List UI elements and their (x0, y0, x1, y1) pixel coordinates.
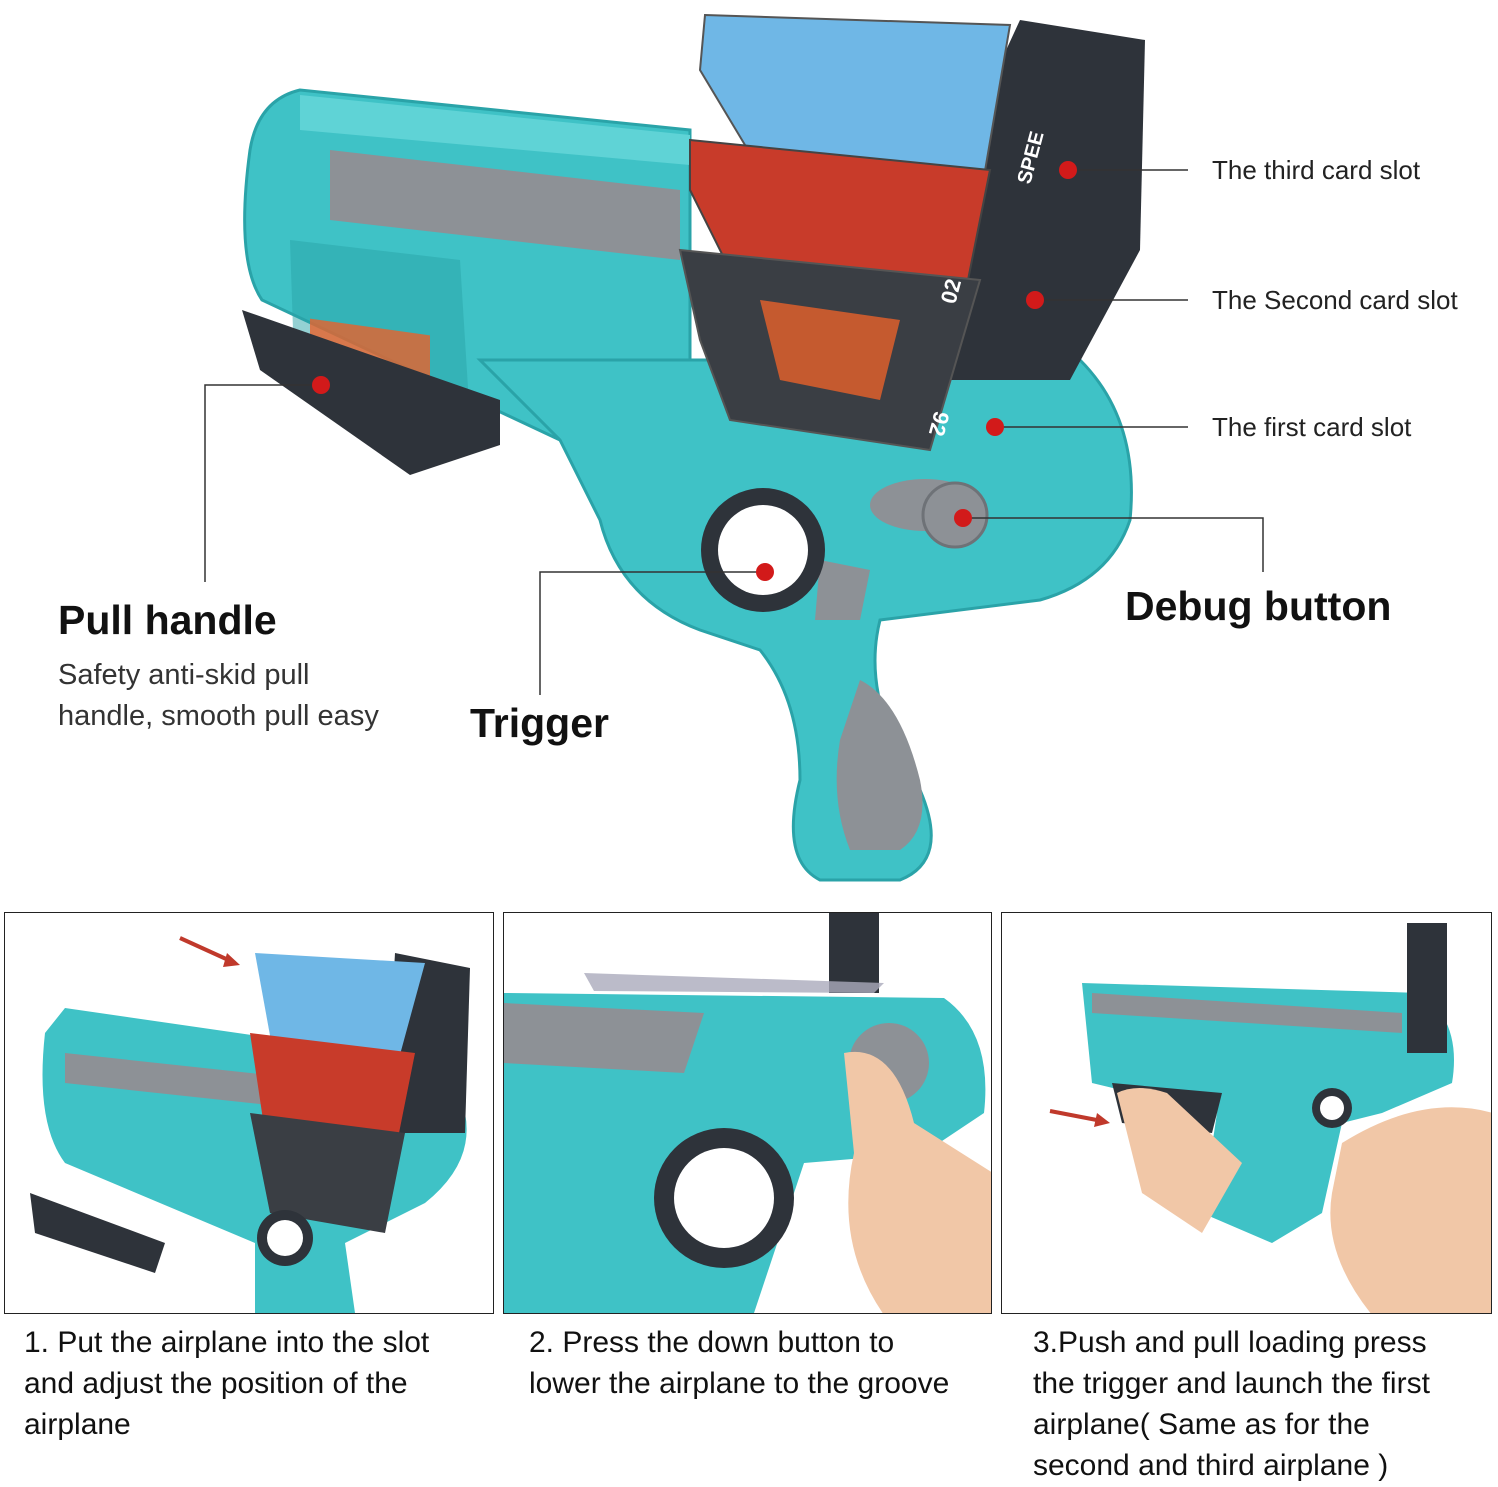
trigger-label: Trigger (470, 700, 609, 746)
caption-line: 3.Push and pull loading press (1033, 1326, 1427, 1359)
step-1-caption: 1. Put the airplane into the slot and ad… (24, 1322, 494, 1445)
step-2-photo (503, 912, 992, 1314)
pull-handle-description: Safety anti-skid pull handle, smooth pul… (58, 655, 379, 737)
callout-lines (204, 169, 1264, 695)
pull-handle-label: Pull handle (58, 597, 277, 643)
pull-handle-desc-line: Safety anti-skid pull (58, 659, 310, 691)
caption-line: second and third airplane ) (1033, 1449, 1389, 1482)
caption-line: airplane (24, 1408, 131, 1441)
step-2-caption: 2. Press the down button to lower the ai… (529, 1322, 999, 1404)
pull-handle-desc-line: handle, smooth pull easy (58, 700, 379, 732)
debug-button-label: Debug button (1125, 583, 1392, 629)
pull-handle-part (242, 310, 500, 475)
caption-line: lower the airplane to the groove (529, 1367, 950, 1400)
step-1-photo (4, 912, 494, 1314)
second-card-slot-label: The Second card slot (1212, 285, 1458, 315)
caption-line: and adjust the position of the (24, 1367, 408, 1400)
callout-dots (312, 161, 1077, 581)
caption-line: the trigger and launch the first (1033, 1367, 1430, 1400)
caption-line: 1. Put the airplane into the slot (24, 1326, 430, 1359)
caption-line: 2. Press the down button to (529, 1326, 895, 1359)
first-card-slot-label: The first card slot (1212, 412, 1412, 442)
paper-airplanes: SPEE 02 92 (678, 13, 1049, 452)
step-3-photo (1001, 912, 1492, 1314)
toy-launcher-illustration: SPEE 02 92 (204, 13, 1264, 882)
third-card-slot-label: The third card slot (1212, 155, 1421, 185)
step-3-caption: 3.Push and pull loading press the trigge… (1033, 1322, 1493, 1486)
caption-line: airplane( Same as for the (1033, 1408, 1370, 1441)
